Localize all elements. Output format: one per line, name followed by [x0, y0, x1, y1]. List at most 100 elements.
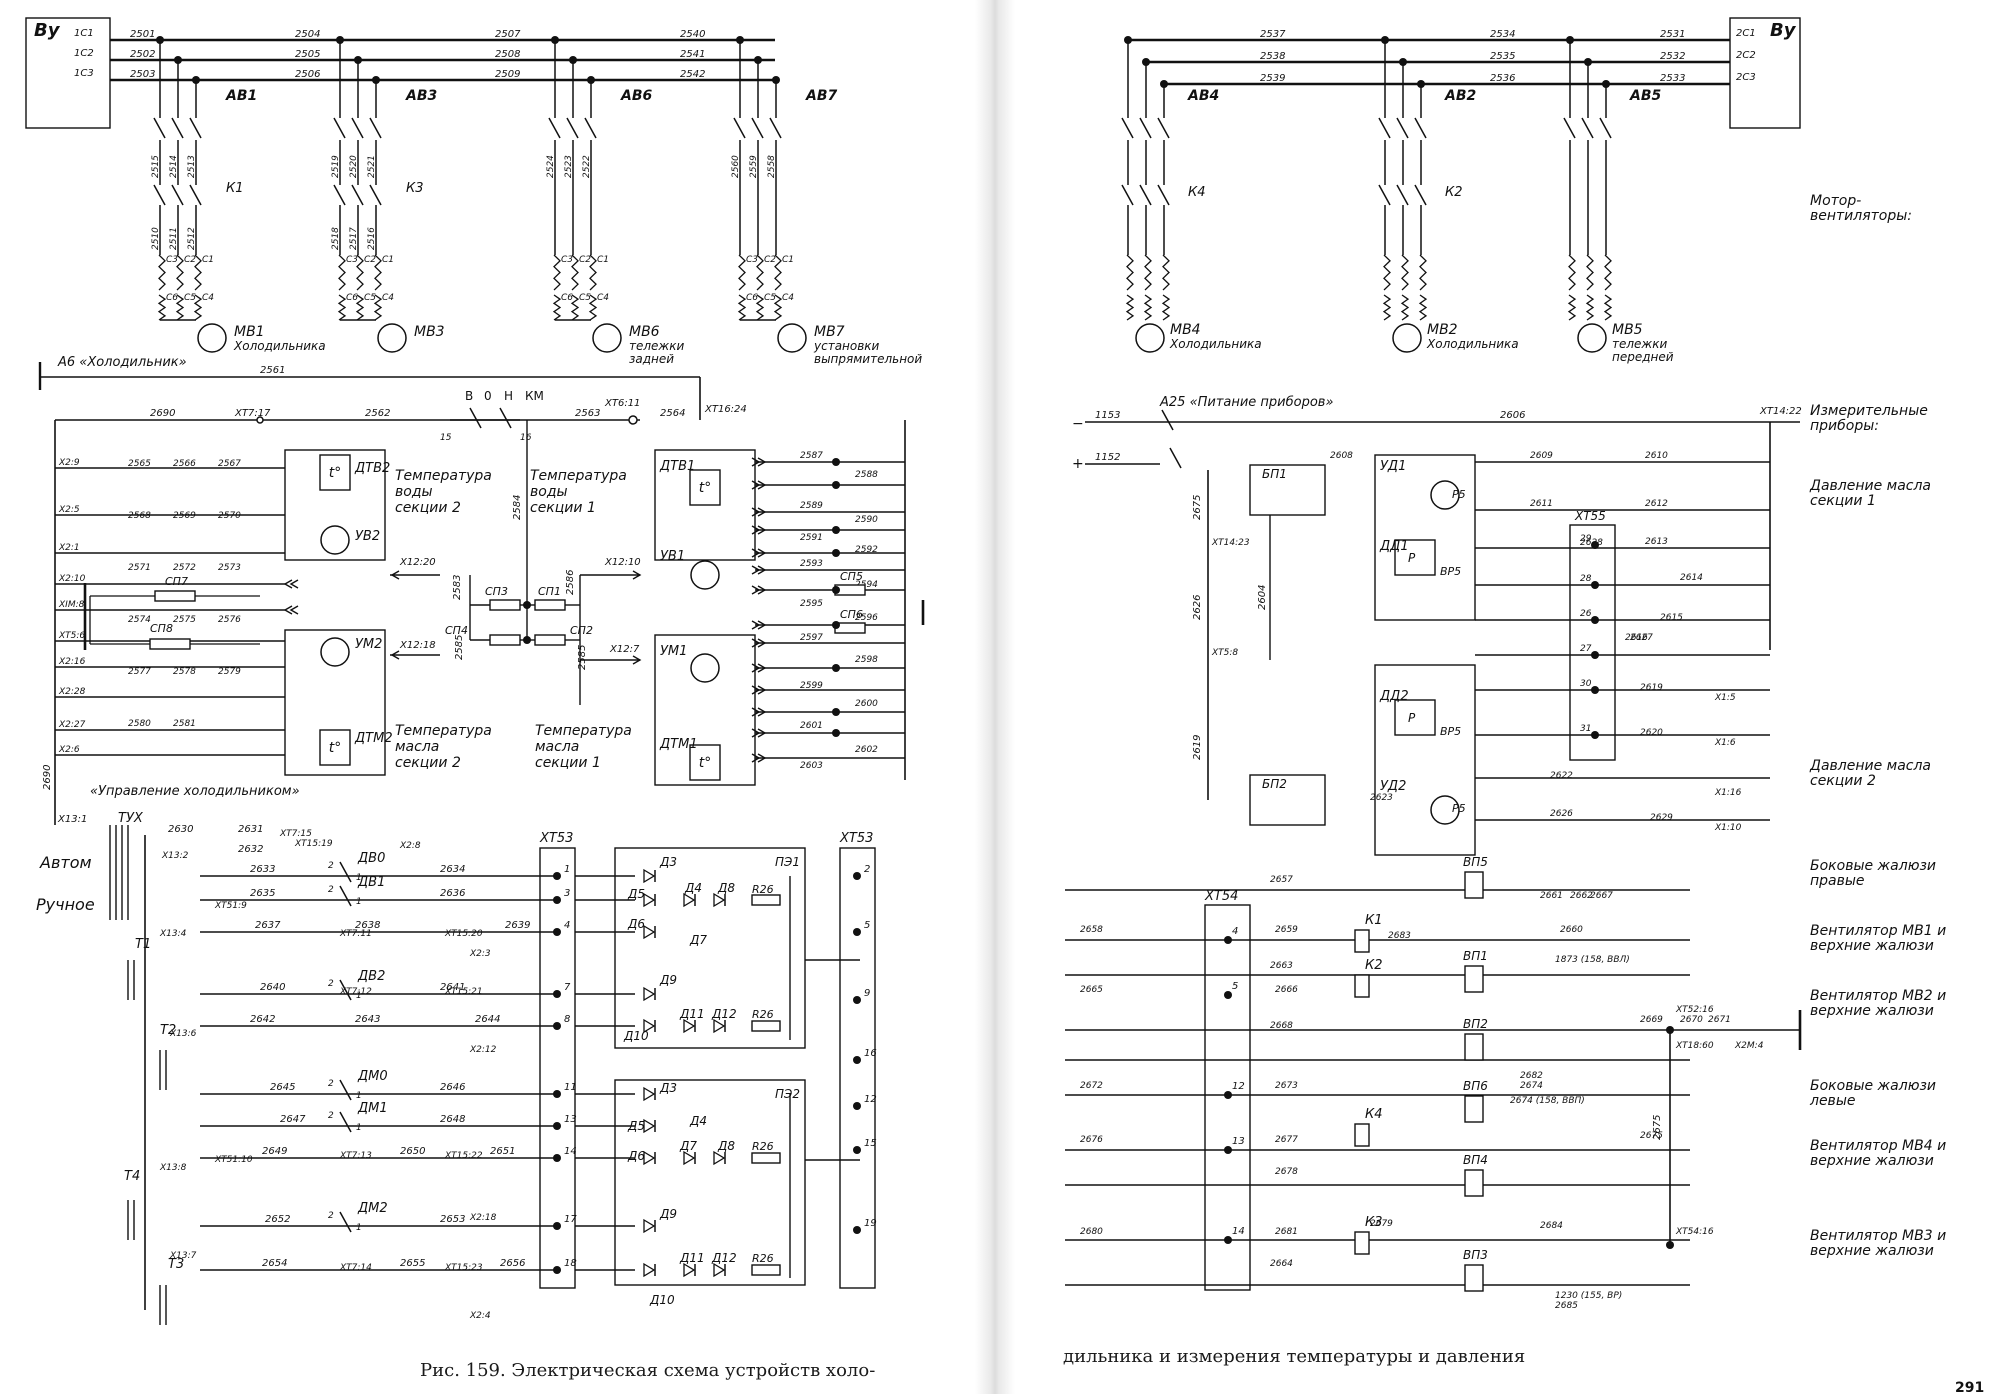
- wire-label: 2648: [440, 1114, 465, 1125]
- coil: [773, 294, 783, 321]
- thermo-box: [689, 469, 721, 506]
- gauge-label: ВР5: [1440, 725, 1461, 738]
- legend-text: Вентилятор МВ3 и: [1810, 1228, 1946, 1244]
- wire-label: 2615: [1660, 613, 1683, 623]
- strip-pin: 12: [1232, 1081, 1245, 1092]
- valve-label: ВП5: [1463, 855, 1488, 869]
- wire-label: 2522: [582, 155, 592, 178]
- wire-label: 2568: [128, 511, 151, 521]
- contact-no: 2: [328, 1211, 334, 1221]
- junction-dot: [1160, 80, 1168, 88]
- terminal-label: Х2:8: [399, 841, 421, 851]
- section-text: секции 2: [395, 500, 461, 516]
- resistor-label: СП7: [165, 575, 188, 588]
- wire-label: 2558: [767, 155, 777, 178]
- wire-label: 2511: [169, 227, 179, 250]
- motor-desc: Холодильника: [1169, 337, 1262, 351]
- strip-pin: 29: [1580, 534, 1592, 544]
- legend-text: Вентилятор МВ2 и: [1810, 988, 1946, 1004]
- bus-wire-label: 2531: [1660, 29, 1685, 40]
- relay-coil: [1354, 1123, 1370, 1147]
- junction-dot: [1666, 1241, 1674, 1249]
- wire-label: 2577: [128, 667, 151, 677]
- connector-arrow: [757, 480, 767, 490]
- coil: [1383, 254, 1391, 291]
- wire-label: 1152: [1095, 452, 1120, 463]
- legend-text: Боковые жалюзи: [1810, 858, 1936, 874]
- motor-symbol: [197, 323, 227, 353]
- connector-arrow: [757, 620, 767, 630]
- diode-label: Д11: [679, 1251, 705, 1265]
- terminal-label: Х1:5: [1714, 693, 1736, 703]
- wire-label: 2513: [187, 155, 197, 178]
- junction-dot: [1566, 36, 1574, 44]
- contact-no: 1: [356, 1123, 362, 1133]
- connector-arrow: [757, 507, 767, 517]
- relay-contact: [339, 979, 352, 1001]
- sensor-mark: Р: [1408, 551, 1416, 565]
- resistor-label: СП2: [570, 624, 593, 637]
- wire-label: 2586: [565, 570, 576, 595]
- breaker-label: АВ2: [1444, 88, 1476, 104]
- diode-label: Д5: [627, 887, 645, 901]
- junction-dot: [853, 1146, 861, 1154]
- diode-label: Д9: [659, 973, 677, 987]
- diode-label: Д8: [717, 1139, 735, 1153]
- breaker-label: АВ1: [225, 88, 257, 104]
- strip-pin: 19: [864, 1218, 877, 1229]
- breaker-contact: [171, 117, 184, 139]
- terminal-label: ХТ15:23: [444, 1263, 483, 1273]
- strip-pin: 27: [1580, 644, 1592, 654]
- breaker-label: АВ6: [620, 88, 653, 104]
- strip-pin: 11: [564, 1082, 577, 1093]
- vu-label: Ву: [1770, 20, 1797, 41]
- strip-pin: 9: [864, 988, 870, 999]
- legend-text: Вентилятор МВ4 и: [1810, 1138, 1946, 1154]
- junction-dot: [853, 872, 861, 880]
- coil-label: С3: [166, 255, 178, 265]
- sensor-label: ДТМ2: [354, 731, 393, 746]
- bus-wire-label: 2536: [1490, 73, 1515, 84]
- motor-symbol: [377, 323, 407, 353]
- connector-arrow: [751, 548, 761, 558]
- diode-label: Д3: [659, 1081, 677, 1095]
- terminal-label: Х2:16: [58, 657, 86, 667]
- section-text: Температура: [530, 468, 627, 484]
- breaker-contact: [1396, 117, 1409, 139]
- relay-label: ДВ2: [357, 969, 385, 984]
- block-label: ПЭ2: [775, 1087, 800, 1101]
- gauge-label: Р5: [1452, 802, 1466, 815]
- wire-label: 2644: [475, 1014, 500, 1025]
- wire-label: 2633: [250, 864, 275, 875]
- contactor-contact: [189, 184, 202, 206]
- wire-label: 2671: [1708, 1015, 1731, 1025]
- diode: [713, 1018, 726, 1034]
- strip-pin: 5: [864, 920, 870, 931]
- legend-text: вентиляторы:: [1810, 208, 1912, 224]
- terminal-label: 2С1: [1736, 28, 1756, 39]
- bus-wire-label: 2507: [495, 29, 521, 40]
- sensor-label: УМ1: [660, 644, 687, 659]
- strip-pin: 13: [1232, 1136, 1245, 1147]
- coil-label: С5: [579, 293, 591, 303]
- coil: [158, 254, 166, 291]
- page-number: 291: [1955, 1380, 1985, 1396]
- gauge-label: ВР5: [1440, 565, 1461, 578]
- relay-contact: [339, 861, 352, 883]
- wire-label: 2674 (158, ВВП): [1510, 1096, 1585, 1106]
- a25-contact: [1161, 409, 1174, 431]
- breaker-label: АВ3: [405, 88, 437, 104]
- coil: [1585, 294, 1595, 321]
- terminal-label: ХТ52:16: [1675, 1005, 1714, 1015]
- section-text: Температура: [395, 468, 492, 484]
- strip-pin: 17: [564, 1214, 577, 1225]
- psu-label: БП1: [1262, 467, 1287, 481]
- terminal-label: Х2:4: [469, 1311, 491, 1321]
- connector-arrow: [757, 638, 767, 648]
- connector-arrow: [757, 663, 767, 673]
- sensor-label: ДД2: [1379, 689, 1409, 704]
- diode: [643, 1086, 656, 1102]
- terminal-label: ХIМ:8: [58, 600, 85, 610]
- coil-label: С5: [364, 293, 376, 303]
